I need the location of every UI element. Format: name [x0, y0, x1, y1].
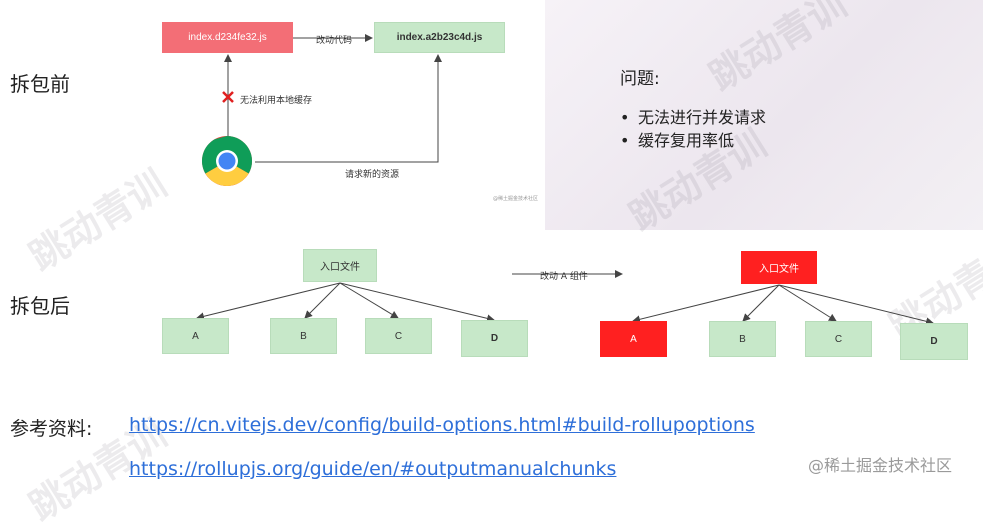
module-node-a-changed: A: [600, 321, 667, 357]
slide: 跳动青训 跳动青训 跳动青训 跳动青训 跳动青训 拆包前 拆包后: [0, 0, 983, 490]
issues-title: 问题:: [620, 64, 660, 89]
request-arrow: [255, 55, 438, 162]
module-node-a: A: [162, 318, 229, 354]
module-node-d: D: [900, 323, 968, 360]
issue-item: •无法进行并发请求: [620, 104, 766, 128]
rollup-docs-link[interactable]: https://rollupjs.org/guide/en/#outputman…: [129, 458, 616, 480]
footer-watermark: @稀土掘金技术社区: [808, 452, 952, 476]
request-new-label: 请求新的资源: [345, 167, 399, 180]
tree-edge: [633, 285, 779, 321]
references-label: 参考资料:: [10, 414, 92, 441]
cache-fail-label: 无法利用本地缓存: [240, 93, 312, 106]
old-bundle-node: index.d234fe32.js: [162, 22, 293, 53]
small-watermark: @稀土掘金技术社区: [493, 195, 538, 202]
module-node-c: C: [365, 318, 432, 354]
tree-edge: [340, 283, 494, 320]
edit-code-label: 改动代码: [316, 33, 352, 46]
entry-node: 入口文件: [303, 249, 377, 282]
tree-edge: [779, 285, 933, 323]
tree-edge: [197, 283, 340, 318]
tree-edge: [743, 285, 779, 321]
tree-edge: [305, 283, 340, 318]
new-bundle-node: index.a2b23c4d.js: [374, 22, 505, 53]
module-node-b: B: [709, 321, 776, 357]
vite-docs-link[interactable]: https://cn.vitejs.dev/config/build-optio…: [129, 414, 755, 436]
module-node-c: C: [805, 321, 872, 357]
module-node-b: B: [270, 318, 337, 354]
change-a-label: 改动 A 组件: [540, 269, 588, 282]
tree-edge: [779, 285, 836, 321]
chrome-icon: [202, 133, 261, 186]
entry-node-changed: 入口文件: [741, 251, 817, 284]
issue-item: •缓存复用率低: [620, 127, 734, 151]
tree-edge: [340, 283, 398, 318]
module-node-d: D: [461, 320, 528, 357]
